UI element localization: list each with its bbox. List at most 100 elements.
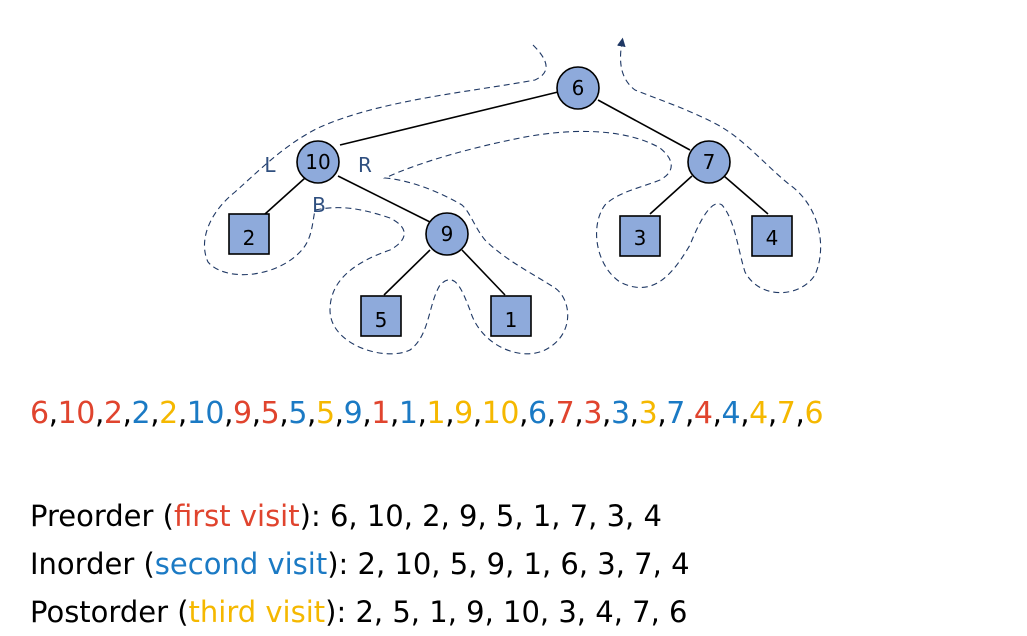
node-10: 10	[296, 140, 340, 184]
euler-tour-tree-diagram: 6 10 7 2 9 3 4 5 1 L R B	[204, 37, 822, 355]
sequence-item-third-visit: 3	[638, 396, 658, 431]
preorder-close: ):	[299, 499, 330, 533]
sequence-item-third-visit: 5	[315, 396, 335, 431]
svg-text:3: 3	[634, 226, 647, 250]
right-visit-label: R	[358, 153, 372, 177]
sequence-item-second-visit: 6	[528, 396, 547, 431]
sequence-item-first-visit: 3	[583, 396, 602, 431]
postorder-visit-text: third visit	[188, 595, 326, 629]
inorder-close: ):	[327, 547, 358, 581]
sequence-item-third-visit: 6	[804, 396, 824, 431]
sequence-separator: ,	[546, 396, 557, 431]
sequence-item-first-visit: 7	[555, 396, 575, 431]
postorder-name: Postorder (	[30, 595, 189, 629]
edge-9-1	[461, 249, 506, 296]
edge-7-3	[649, 175, 693, 215]
sequence-separator: ,	[306, 396, 317, 431]
sequence-separator: ,	[251, 396, 262, 431]
sequence-separator: ,	[223, 396, 234, 431]
sequence-item-second-visit: 9	[343, 396, 363, 431]
sequence-item-second-visit: 7	[666, 396, 685, 431]
svg-text:4: 4	[766, 226, 779, 250]
preorder-name: Preorder (	[30, 499, 174, 533]
edge-6-10	[339, 91, 559, 146]
sequence-separator: ,	[177, 396, 188, 431]
sequence-separator: ,	[94, 396, 105, 431]
svg-text:6: 6	[572, 76, 585, 100]
sequence-separator: ,	[601, 396, 612, 431]
sequence-separator: ,	[795, 396, 805, 431]
sequence-separator: ,	[740, 396, 750, 431]
sequence-separator: ,	[150, 396, 160, 431]
sequence-item-second-visit: 1	[398, 396, 418, 431]
inorder-name: Inorder (	[30, 547, 155, 581]
sequence-separator: ,	[684, 396, 695, 431]
sequence-separator: ,	[472, 396, 483, 431]
svg-text:1: 1	[505, 308, 518, 332]
sequence-item-first-visit: 5	[260, 396, 280, 431]
postorder-line: Postorder (third visit): 2, 5, 1, 9, 10,…	[30, 588, 690, 636]
sequence-item-third-visit: 7	[776, 396, 796, 431]
sequence-separator: ,	[445, 396, 455, 431]
sequence-item-first-visit: 1	[371, 396, 390, 431]
sequence-item-second-visit: 5	[288, 396, 307, 431]
sequence-separator: ,	[417, 396, 427, 431]
sequence-separator: ,	[629, 396, 640, 431]
svg-text:10: 10	[305, 150, 330, 174]
node-4: 4	[751, 215, 793, 257]
edge-6-7	[597, 99, 691, 151]
sequence-item-second-visit: 10	[186, 396, 225, 431]
node-9: 9	[425, 212, 469, 256]
sequence-separator: ,	[657, 396, 667, 431]
sequence-item-second-visit: 4	[721, 396, 741, 431]
sequence-item-third-visit: 10	[481, 396, 520, 431]
tree-edges	[264, 91, 769, 296]
sequence-separator: ,	[389, 396, 400, 431]
preorder-line: Preorder (first visit): 6, 10, 2, 9, 5, …	[30, 492, 690, 540]
node-3: 3	[619, 215, 661, 257]
svg-text:7: 7	[703, 150, 716, 174]
preorder-visit-text: first visit	[173, 499, 300, 533]
sequence-separator: ,	[122, 396, 132, 431]
node-5: 5	[360, 295, 402, 337]
edge-10-9	[337, 175, 431, 223]
inorder-visit-text: second visit	[154, 547, 328, 581]
svg-text:5: 5	[375, 308, 388, 332]
sequence-item-first-visit: 9	[233, 396, 252, 431]
sequence-separator: ,	[279, 396, 289, 431]
node-2: 2	[228, 213, 270, 255]
inorder-line: Inorder (second visit): 2, 10, 5, 9, 1, …	[30, 540, 690, 588]
svg-text:9: 9	[441, 222, 454, 246]
preorder-values: 6, 10, 2, 9, 5, 1, 7, 3, 4	[329, 499, 662, 533]
sequence-separator: ,	[362, 396, 372, 431]
edge-9-5	[383, 249, 431, 296]
sequence-separator: ,	[334, 396, 345, 431]
sequence-item-third-visit: 4	[749, 396, 768, 431]
euler-tour-path	[204, 37, 822, 355]
below-visit-label: B	[312, 193, 326, 217]
edge-10-2	[264, 177, 306, 215]
edge-7-4	[723, 175, 769, 215]
inorder-values: 2, 10, 5, 9, 1, 6, 3, 7, 4	[357, 547, 690, 581]
sequence-item-second-visit: 2	[131, 396, 151, 431]
postorder-close: ):	[325, 595, 356, 629]
postorder-values: 2, 5, 1, 9, 10, 3, 4, 7, 6	[355, 595, 688, 629]
sequence-separator: ,	[712, 396, 722, 431]
sequence-separator: ,	[48, 396, 59, 431]
sequence-item-first-visit: 4	[693, 396, 713, 431]
node-1: 1	[490, 295, 532, 337]
sequence-item-third-visit: 1	[426, 396, 446, 431]
node-6: 6	[556, 66, 600, 110]
euler-tour-sequence: 6,10,2,2,2,10,9,5,5,5,9,1,1,1,9,10,6,7,3…	[30, 396, 824, 431]
sequence-item-third-visit: 9	[454, 396, 473, 431]
sequence-item-first-visit: 10	[57, 396, 96, 431]
left-visit-label: L	[264, 153, 276, 177]
sequence-item-second-visit: 3	[610, 396, 630, 431]
sequence-separator: ,	[574, 396, 584, 431]
sequence-item-first-visit: 6	[30, 396, 49, 431]
node-7: 7	[687, 140, 731, 184]
sequence-item-third-visit: 2	[159, 396, 178, 431]
sequence-separator: ,	[767, 396, 778, 431]
sequence-item-first-visit: 2	[103, 396, 123, 431]
sequence-separator: ,	[518, 396, 529, 431]
